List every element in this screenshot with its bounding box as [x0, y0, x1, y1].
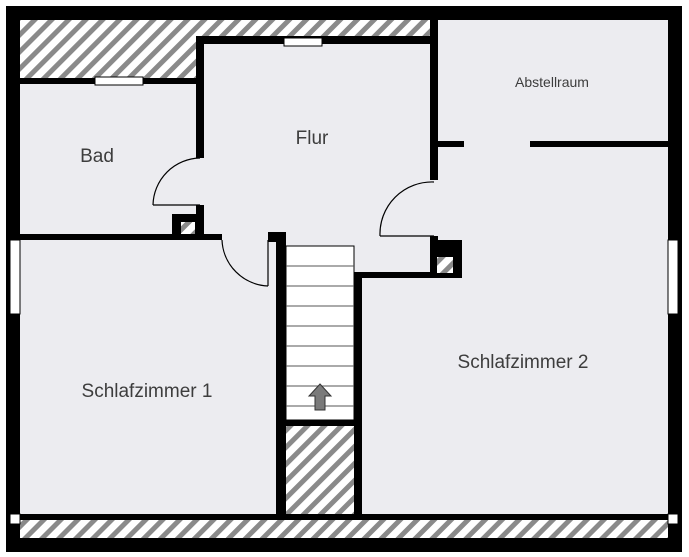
stair-direction-arrow-icon — [307, 383, 333, 411]
door-icon — [221, 239, 269, 287]
wall-stair-left-top — [268, 232, 286, 242]
hatch-top-middle — [200, 20, 434, 40]
wall-bad-bottom — [20, 234, 222, 240]
door-icon — [152, 157, 201, 206]
floor-abstellraum — [434, 20, 668, 144]
window-icon — [667, 239, 679, 315]
floor-schlafzimmer-2-upper — [434, 144, 668, 244]
wall-abstellraum-bottom-b — [530, 141, 668, 147]
window-icon — [9, 513, 21, 525]
room-label-bad: Bad — [80, 146, 114, 167]
hatch-bottom-strip — [20, 520, 668, 538]
window-icon — [283, 37, 323, 47]
window-icon — [667, 513, 679, 525]
floor-bad — [20, 84, 200, 236]
room-floors — [20, 20, 668, 520]
wall-abstellraum-bottom-a — [434, 141, 464, 147]
shafts — [172, 214, 462, 278]
doors — [152, 157, 435, 287]
wall-schlafzimmer-bottom — [20, 514, 668, 520]
outer-wall-bottom — [8, 538, 681, 552]
room-label-flur: Flur — [296, 128, 329, 149]
wall-stair-left — [276, 236, 286, 520]
window-icon — [9, 239, 21, 315]
hatch-top-left — [20, 20, 200, 78]
room-label-abstellraum: Abstellraum — [515, 74, 589, 90]
staircase — [285, 245, 355, 421]
wall-below-stairs-top — [284, 420, 356, 426]
walls — [6, 6, 682, 552]
wall-flur-left-upper — [196, 40, 204, 158]
wall-abstellraum-left — [430, 20, 438, 180]
windows — [9, 37, 679, 525]
room-label-schlafzimmer-1: Schlafzimmer 1 — [82, 381, 213, 402]
window-icon — [94, 76, 144, 86]
hatched-areas — [20, 20, 668, 538]
room-labels: Bad Flur Abstellraum Schlafzimmer 1 Schl… — [80, 74, 589, 402]
wall-stair-top-right — [354, 272, 462, 278]
room-label-schlafzimmer-2: Schlafzimmer 2 — [458, 352, 589, 373]
door-icon — [379, 181, 435, 237]
floor-schlafzimmer-1 — [20, 236, 278, 520]
outer-wall-top — [8, 6, 681, 20]
wall-stair-right-lower — [354, 276, 362, 520]
hatch-below-stairs — [284, 426, 356, 520]
